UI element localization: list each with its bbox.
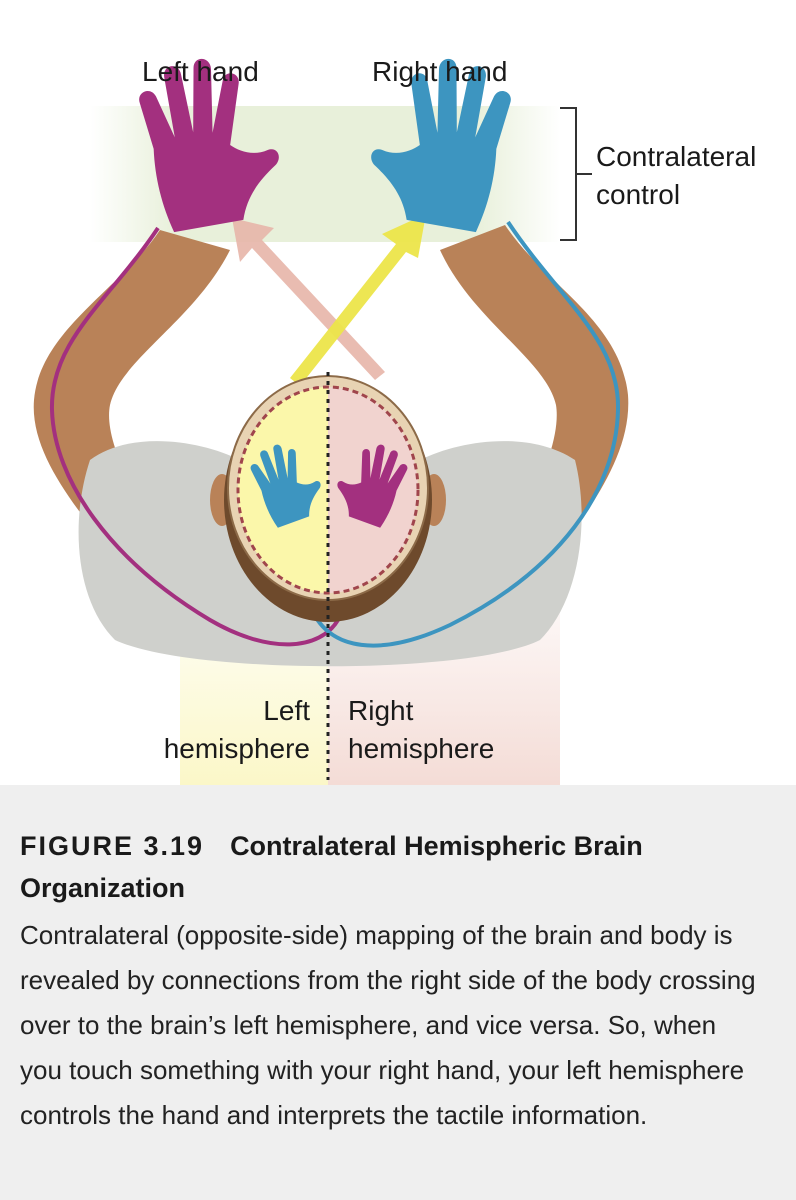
left-arm (33, 230, 230, 545)
left-hemi-label-line2: hemisphere (163, 733, 310, 764)
figure-number: FIGURE 3.19 (20, 831, 205, 861)
right-hand-nerve (310, 220, 621, 648)
contralateral-label-line2: control (596, 179, 681, 210)
caption-body: Contralateral (opposite-side) mapping of… (20, 920, 756, 1130)
contralateral-bracket (560, 107, 592, 241)
brain-outline (236, 385, 420, 595)
contralateral-control-label: Contralateral control (596, 138, 756, 214)
right-hemi-label-line2: hemisphere (348, 733, 495, 764)
left-hand-nerve (49, 226, 340, 647)
left-hemi-label-line1: Left (263, 695, 310, 726)
figure-title: Contralateral Hemispheric Brain Organiza… (20, 831, 643, 903)
left-hemisphere-label: Left hemisphere (164, 692, 310, 768)
yellow-arrow (290, 214, 426, 386)
pink-arrow (232, 218, 385, 380)
right-hemisphere-label: Right hemisphere (348, 692, 494, 768)
right-hemi-label-line1: Right (348, 695, 414, 726)
diagram-illustration (33, 48, 629, 785)
right-hand-label: Right hand (372, 56, 508, 87)
contralateral-label-line1: Contralateral (596, 141, 757, 172)
left-hand-label: Left hand (142, 56, 259, 87)
right-arm (440, 225, 629, 545)
brain-diagram: Left hand Right hand Contralateral contr… (33, 48, 756, 785)
